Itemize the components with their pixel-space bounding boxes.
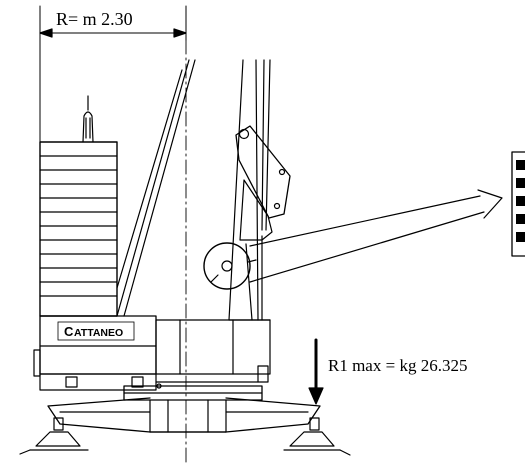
brand-badge: C ATTANEO [57,321,135,341]
upper-carriage [33,315,271,391]
chassis [123,385,263,433]
legend-box [511,151,525,257]
stabilizer-foot-right [283,417,351,456]
main-boom [228,59,291,321]
winch-drum [203,242,257,290]
lifting-eye [82,95,94,143]
reaction-arrow [308,338,324,405]
stabilizer-foot-left [19,417,89,455]
reaction-label: R1 max = kg 26.325 [328,356,467,375]
outrigger-left [47,397,151,433]
outrigger-right [225,397,321,433]
counterweight-stack [39,141,118,317]
radius-dimension [39,5,187,143]
dimension-label: R= m 2.30 [56,9,133,29]
brand-c-glyph: C [64,324,74,339]
brand-text: ATTANEO [74,327,123,339]
pointer-arrow [249,189,503,283]
backstay-lines [116,59,196,317]
